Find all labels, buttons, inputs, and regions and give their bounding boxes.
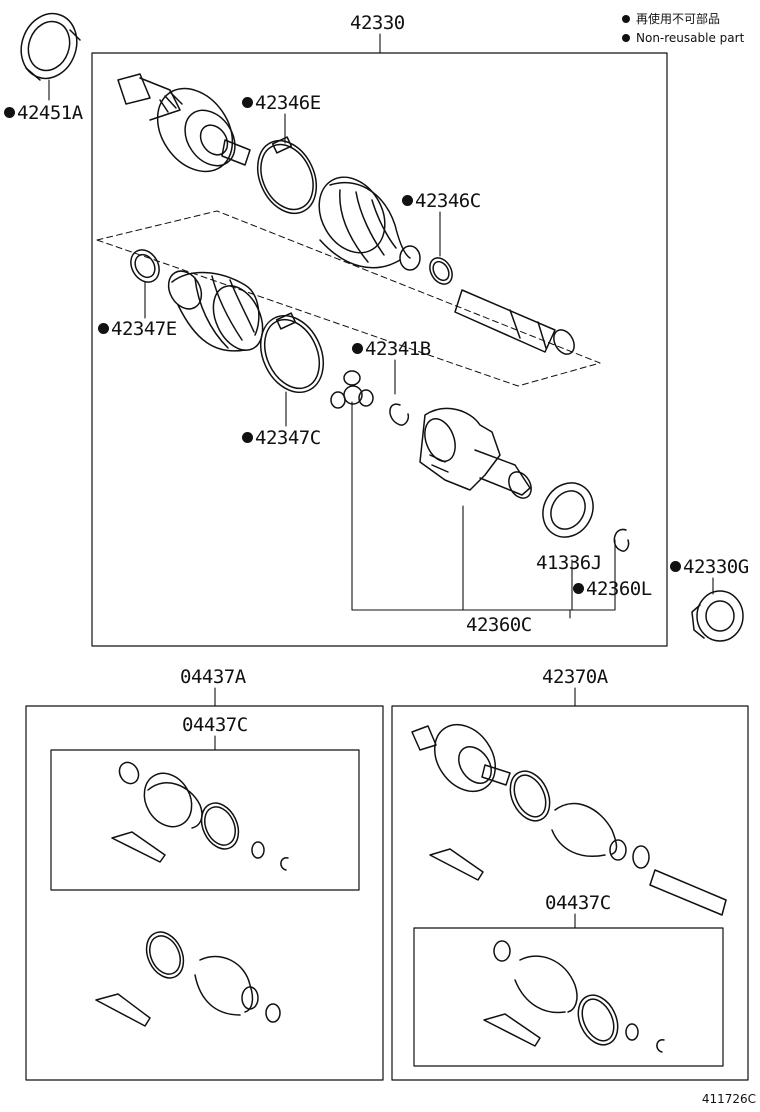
legend-row-jp: 再使用不可部品 <box>622 10 744 29</box>
frame-04437C-right <box>413 927 724 1067</box>
dust-ring-42451A <box>20 12 81 81</box>
legend-en-text: Non-reusable part <box>636 31 745 45</box>
bullet-icon <box>670 561 681 572</box>
snap-ring-42360L <box>613 528 630 552</box>
bullet-icon <box>573 583 584 594</box>
label-42346E[interactable]: 42346E <box>242 92 321 114</box>
tripod-joint-42341B <box>330 370 374 409</box>
grease-tube-right <box>429 848 484 881</box>
frame-42370A <box>391 705 749 1081</box>
leader-lines <box>48 33 714 929</box>
label-04437A[interactable]: 04437A <box>180 666 246 688</box>
label-42360C[interactable]: 42360C <box>466 614 532 636</box>
bullet-icon <box>242 97 253 108</box>
snap-ring <box>389 403 410 426</box>
label-42370A[interactable]: 42370A <box>542 666 608 688</box>
boot-band-42346C <box>429 257 453 285</box>
label-42347C[interactable]: 42347C <box>242 427 321 449</box>
label-04437C-right[interactable]: 04437C <box>545 892 611 914</box>
label-41336J[interactable]: 41336J <box>536 552 602 574</box>
inboard-joint-housing <box>419 407 532 499</box>
label-42341B[interactable]: 42341B <box>352 338 431 360</box>
label-42347E[interactable]: 42347E <box>98 318 177 340</box>
legend: 再使用不可部品 Non-reusable part <box>622 10 744 48</box>
frame-04437A <box>25 705 384 1081</box>
intermediate-shaft <box>454 289 575 355</box>
bullet-icon <box>402 195 413 206</box>
boot-band-42347E <box>130 249 160 283</box>
label-42330G[interactable]: 42330G <box>670 556 749 578</box>
bullet-icon <box>622 34 630 42</box>
bullet-icon <box>242 432 253 443</box>
outer-cv-joint <box>117 73 251 173</box>
bullet-icon <box>352 343 363 354</box>
boot-band-42346E <box>256 136 318 215</box>
drive-shaft-42370A <box>411 723 727 916</box>
boot-kit-right <box>483 940 665 1053</box>
frame-04437C-left <box>50 749 360 891</box>
bullet-icon <box>622 15 630 23</box>
bearing-42330G <box>691 590 744 642</box>
legend-row-en: Non-reusable part <box>622 29 744 48</box>
oil-seal-41336J <box>542 482 594 538</box>
diagram-code: 411726C <box>701 1092 756 1106</box>
label-42360L[interactable]: 42360L <box>573 578 652 600</box>
outer-boot <box>318 176 421 271</box>
label-42451A[interactable]: 42451A <box>4 102 83 124</box>
boot-kit-dashed-outline <box>96 210 601 387</box>
label-42330[interactable]: 42330 <box>350 12 405 34</box>
bullet-icon <box>98 323 109 334</box>
label-42346C[interactable]: 42346C <box>402 190 481 212</box>
bullet-icon <box>4 107 15 118</box>
label-04437C-left[interactable]: 04437C <box>182 714 248 736</box>
boot-kit-left-lower <box>95 931 281 1027</box>
legend-jp-text: 再使用不可部品 <box>636 12 721 26</box>
inner-boot <box>167 270 264 352</box>
boot-kit-left-upper <box>111 761 289 871</box>
boot-band-42347C <box>260 312 324 394</box>
